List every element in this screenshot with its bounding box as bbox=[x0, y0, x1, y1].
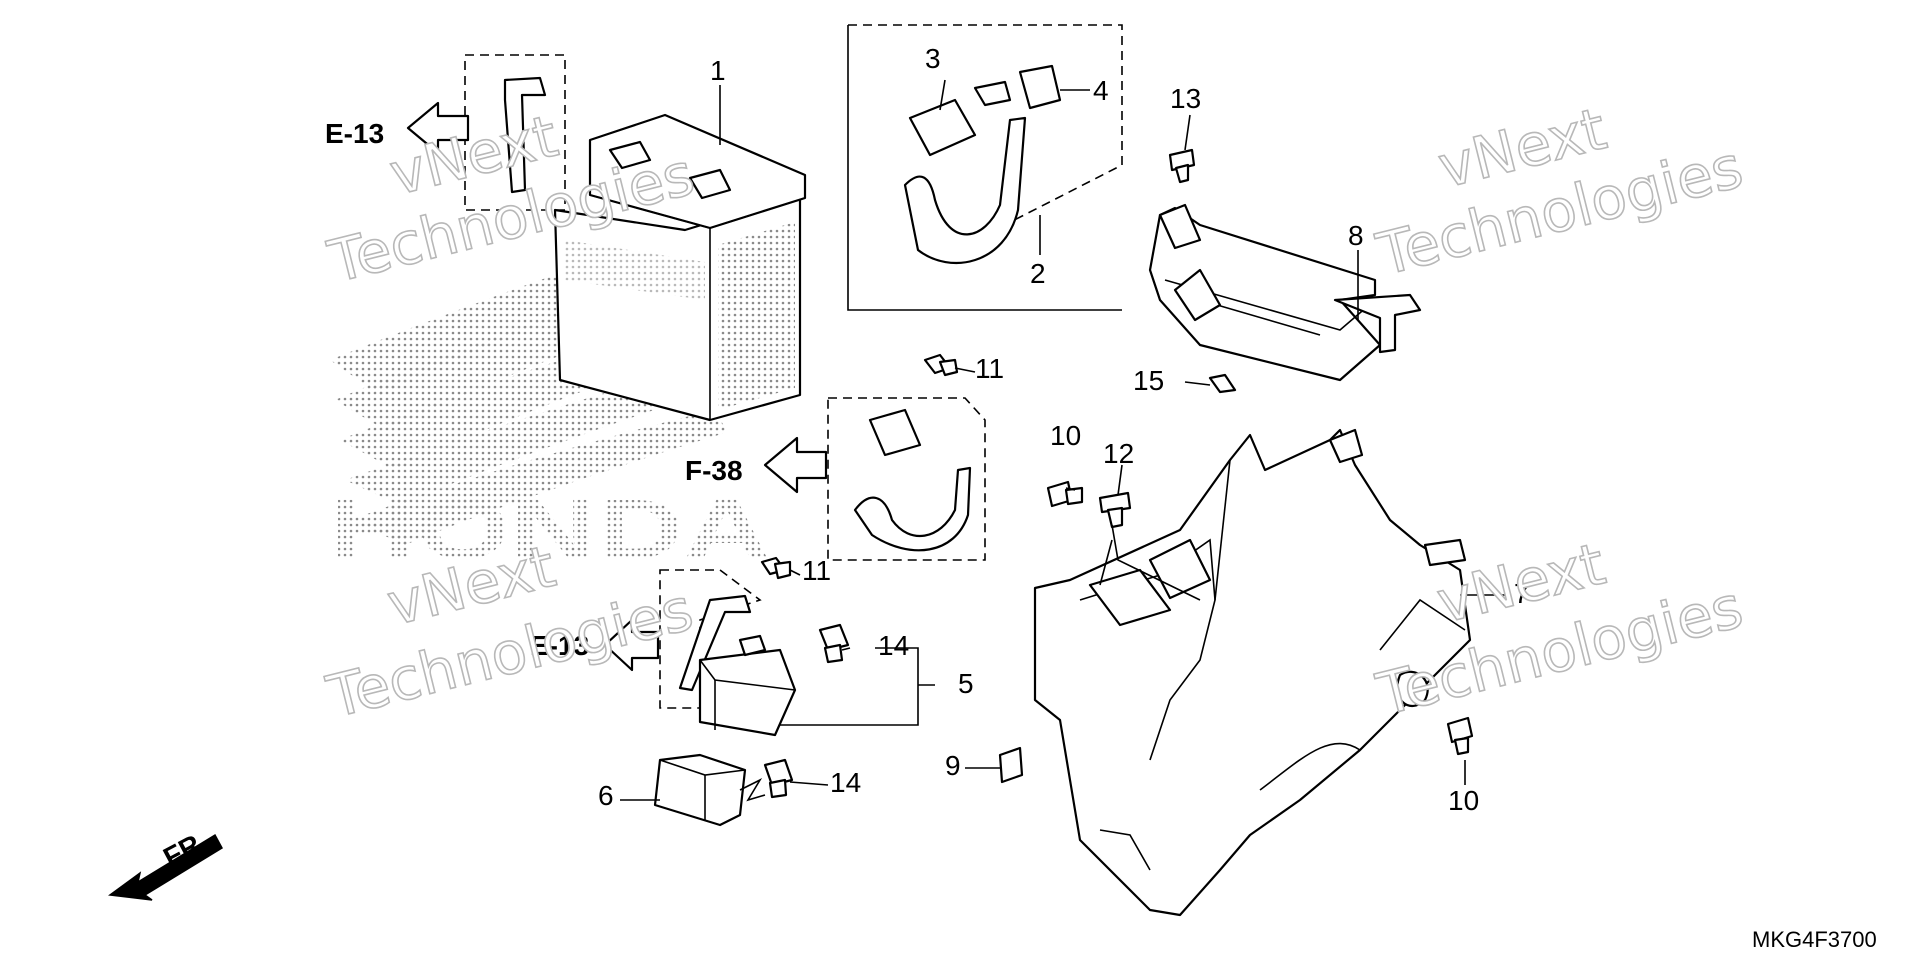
callout-3: 3 bbox=[925, 43, 941, 74]
bolt-11-bottom bbox=[760, 556, 792, 580]
bolt-10-right bbox=[1446, 716, 1474, 756]
starter-relay bbox=[698, 634, 797, 737]
callout-6: 6 bbox=[598, 780, 614, 811]
battery-box bbox=[1148, 203, 1422, 382]
strap-detail-box-bottom bbox=[659, 569, 762, 709]
battery-strap bbox=[503, 76, 547, 194]
nut-9 bbox=[998, 746, 1024, 784]
bolt-11-top bbox=[923, 353, 959, 377]
battery-cover bbox=[1033, 428, 1472, 917]
callout-10-right: 10 bbox=[1448, 785, 1479, 816]
strap-detail-box bbox=[464, 54, 566, 211]
callout-4: 4 bbox=[1093, 75, 1109, 106]
ref-f38: F-38 bbox=[685, 455, 743, 486]
front-direction-arrow-icon bbox=[108, 833, 223, 901]
callout-15: 15 bbox=[1133, 365, 1164, 396]
bolt-10-left bbox=[1046, 480, 1084, 508]
battery bbox=[553, 113, 807, 422]
callout-11-top: 11 bbox=[975, 353, 1004, 384]
diagram-code: MKG4F3700 bbox=[1752, 927, 1877, 952]
callout-11-bottom: 11 bbox=[802, 555, 831, 586]
callout-9: 9 bbox=[945, 750, 961, 781]
screw-12 bbox=[1098, 491, 1132, 529]
callout-labels: 1 2 3 4 5 6 7 8 9 10 10 11 11 12 13 14 1… bbox=[598, 43, 1530, 816]
callout-7: 7 bbox=[1514, 578, 1530, 609]
ref-e13-top: E-13 bbox=[325, 118, 384, 149]
callout-10-left: 10 bbox=[1050, 420, 1081, 451]
cable-detail bbox=[853, 408, 972, 552]
callout-14-upper: 14 bbox=[878, 630, 909, 661]
fuse-14-upper bbox=[818, 623, 850, 664]
screw-13 bbox=[1168, 148, 1196, 184]
e13-top-arrow-icon bbox=[406, 101, 470, 155]
callout-5: 5 bbox=[958, 668, 974, 699]
clip-15 bbox=[1208, 373, 1237, 394]
fuse-14-lower bbox=[763, 758, 794, 799]
fuse-box bbox=[653, 753, 766, 827]
callout-12: 12 bbox=[1103, 438, 1134, 469]
callout-1: 1 bbox=[710, 55, 726, 86]
battery-cable bbox=[903, 64, 1062, 264]
cable-group-box-frame bbox=[847, 25, 1122, 311]
leader-lines bbox=[620, 79, 1510, 801]
callout-8: 8 bbox=[1348, 220, 1364, 251]
e13-bottom-arrow-icon bbox=[603, 618, 660, 672]
callout-14-lower: 14 bbox=[830, 767, 861, 798]
battery-strap-bottom bbox=[678, 594, 752, 692]
callout-13: 13 bbox=[1170, 83, 1201, 114]
ref-e13-bottom: E-13 bbox=[530, 630, 589, 661]
f38-arrow-icon bbox=[763, 436, 828, 494]
callout-2: 2 bbox=[1030, 258, 1046, 289]
cable-group-box-dashed bbox=[848, 24, 1123, 236]
honda-brand-lettering: HONDA bbox=[330, 482, 770, 576]
watermark-right-top: vNext Technologies bbox=[1369, 94, 1750, 290]
